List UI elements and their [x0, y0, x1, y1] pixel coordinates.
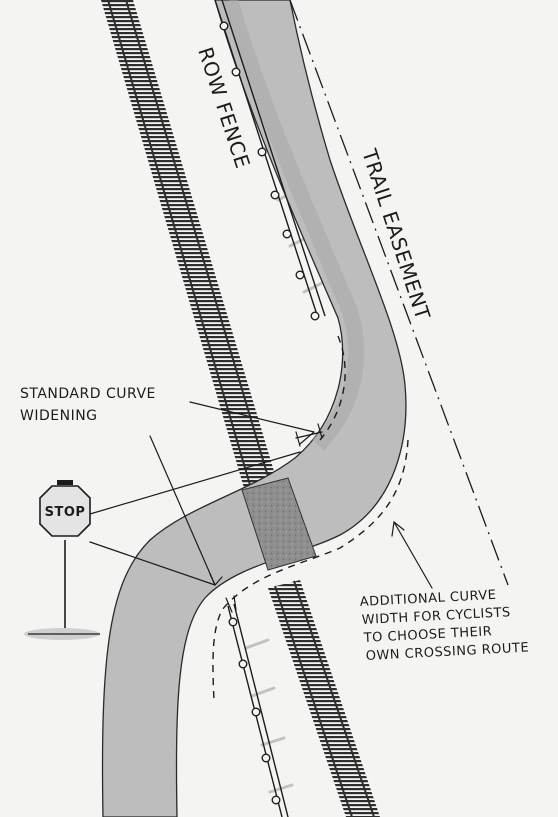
stop-sign: STOP — [24, 480, 100, 640]
additional-width-label-line1: ADDITIONAL CURVE — [359, 588, 496, 610]
row-fence-upper — [214, 0, 326, 321]
additional-width-dashed-line — [212, 439, 409, 701]
trail-path — [101, 0, 407, 817]
trail-easement-line — [289, 0, 509, 586]
railway-track-lower — [268, 580, 380, 817]
additional-width-label-line3: TO CHOOSE THEIR — [362, 624, 492, 646]
leader-lines — [89, 401, 433, 613]
standard-curve-label-line1: STANDARD CURVE — [20, 386, 156, 402]
standard-curve-label-line2: WIDENING — [20, 408, 98, 424]
row-fence-lower — [227, 603, 289, 817]
crossing-pad — [241, 477, 317, 571]
trail-shading — [222, 0, 365, 451]
railway-track-upper — [101, 0, 276, 488]
stop-sign-text: STOP — [45, 505, 86, 520]
standard-widening-dashed-line — [319, 335, 346, 441]
